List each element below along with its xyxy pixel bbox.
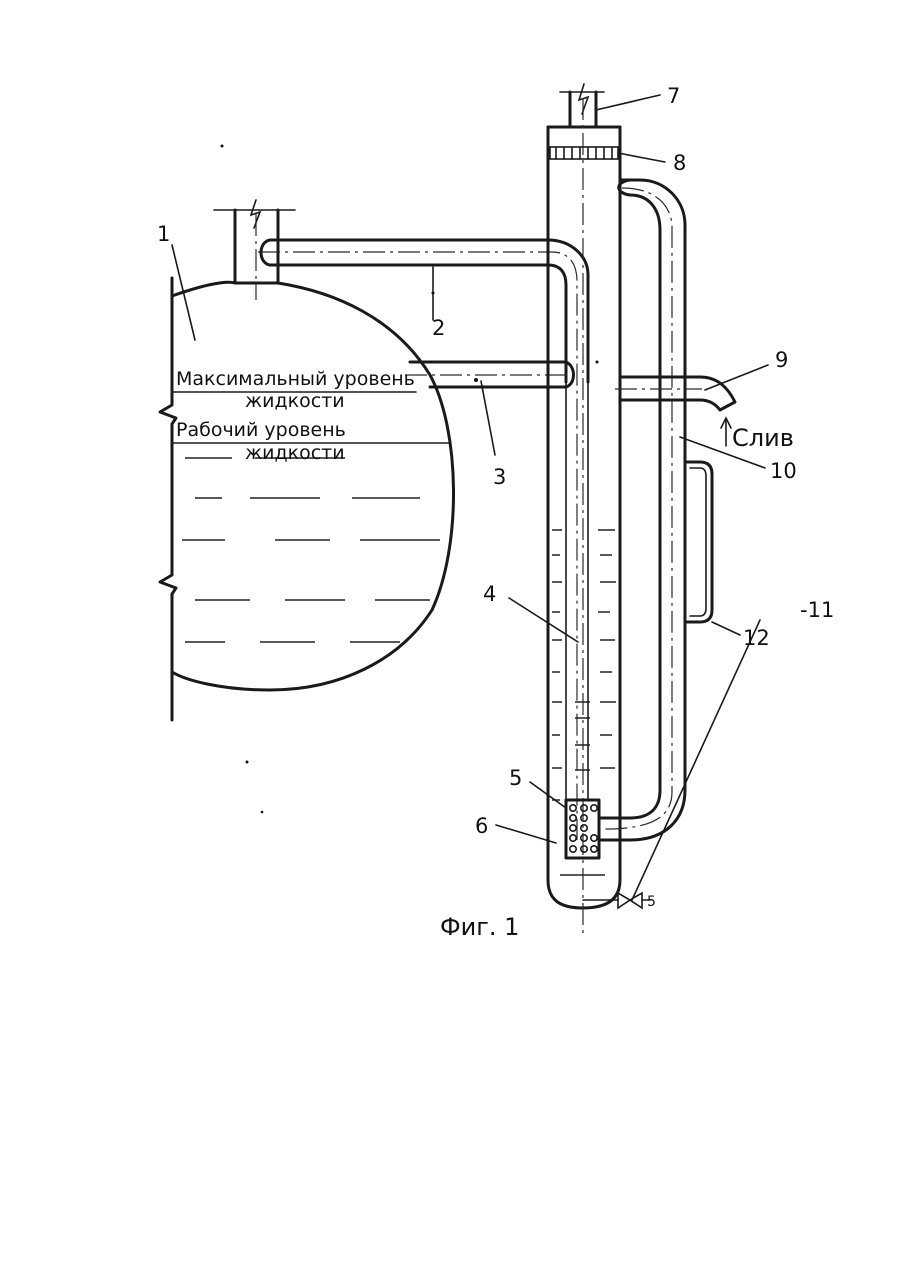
valve-mark: 5: [647, 894, 656, 910]
work-level-label-1: Рабочий уровень: [176, 419, 346, 441]
callout-2: 2: [432, 316, 445, 340]
callout-8: 8: [673, 151, 686, 175]
drain-label: Слив: [732, 424, 794, 452]
callout-4: 4: [483, 582, 496, 606]
callout-3: 3: [493, 465, 506, 489]
callout-7: 7: [667, 84, 680, 108]
callout-5: 5: [509, 766, 522, 790]
callout-9: 9: [775, 348, 788, 372]
callout-1: 1: [157, 222, 170, 246]
figure-caption: Фиг. 1: [440, 913, 519, 941]
callout-6: 6: [475, 814, 488, 838]
callout-12: 12: [743, 626, 770, 650]
work-level-label-2: жидкости: [245, 442, 345, 464]
bracket-12: [685, 462, 712, 622]
drain-pipe-9: [615, 377, 735, 446]
callout-11: -11: [800, 598, 834, 622]
column-6: [548, 84, 620, 935]
callout-10: 10: [770, 459, 797, 483]
max-level-label-1: Максимальный уровень: [176, 368, 415, 390]
pipe-10: [599, 180, 685, 840]
max-level-label-2: жидкости: [245, 390, 345, 412]
